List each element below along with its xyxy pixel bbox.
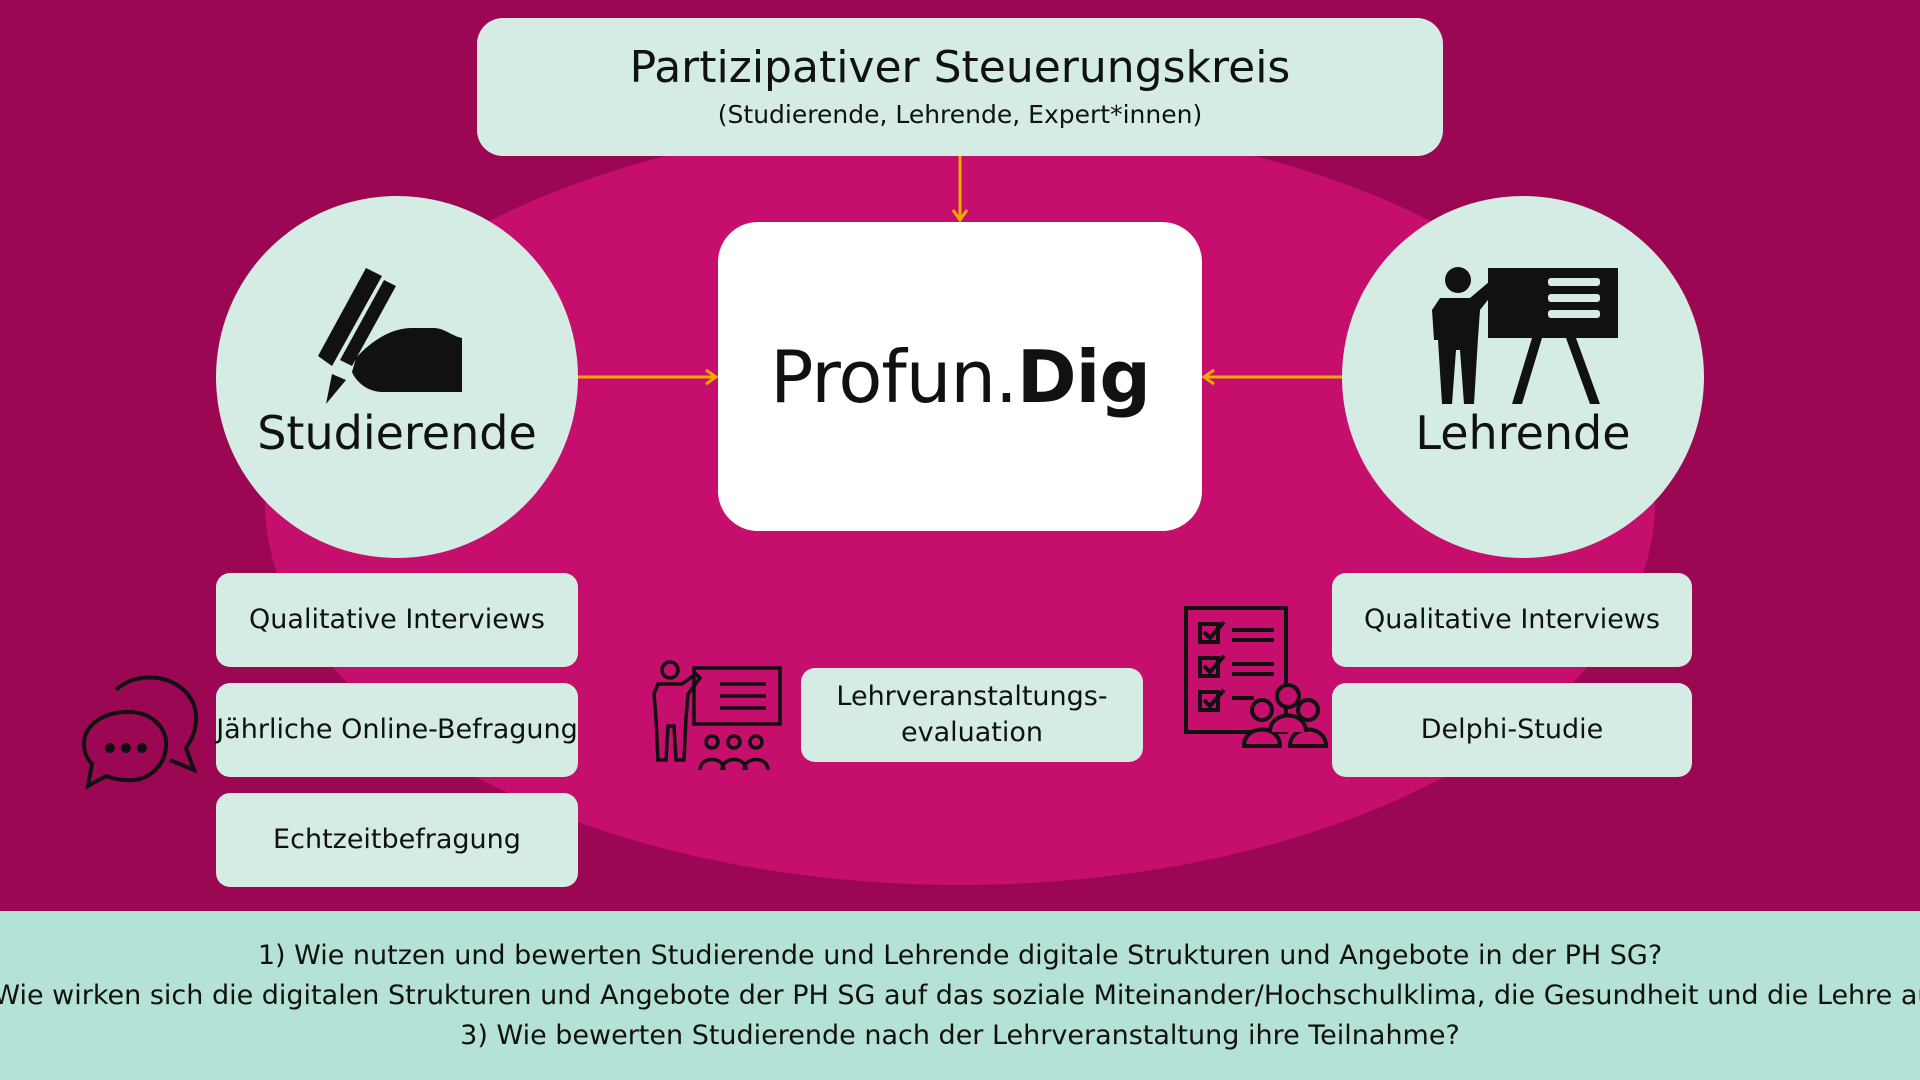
writing-hand-icon (318, 268, 462, 404)
arrowhead-students (705, 368, 719, 386)
arrowhead-steering (951, 209, 969, 223)
method-label: Jährliche Online-Befragung (216, 714, 578, 745)
logo-text-light: Profun. (770, 334, 1018, 419)
students-method-online-survey: Jährliche Online-Befragung (216, 683, 578, 777)
teachers-method-qualitative-interviews: Qualitative Interviews (1332, 573, 1692, 667)
students-circle: Studierende (216, 196, 578, 558)
course-evaluation-line1: Lehrveranstaltungs- (836, 681, 1108, 712)
steering-committee-title: Partizipativer Steuerungskreis (629, 42, 1291, 93)
teachers-method-delphi-study: Delphi-Studie (1332, 683, 1692, 777)
research-question-3: 3) Wie bewerten Studierende nach der Leh… (460, 1019, 1460, 1051)
arrowhead-teachers (1201, 368, 1215, 386)
profun-dig-logo-box: Profun.Dig (718, 222, 1202, 531)
teachers-label: Lehrende (1415, 406, 1631, 460)
checklist-group-icon (1184, 606, 1329, 748)
students-method-qualitative-interviews: Qualitative Interviews (216, 573, 578, 667)
teacher-board-icon (1432, 267, 1618, 404)
course-evaluation-box: Lehrveranstaltungs- evaluation (801, 668, 1143, 762)
presentation-audience-icon (652, 660, 782, 771)
profun-dig-logo: Profun.Dig (770, 334, 1151, 419)
method-label: Qualitative Interviews (1364, 604, 1660, 635)
students-method-realtime-survey: Echtzeitbefragung (216, 793, 578, 887)
teachers-circle: Lehrende (1342, 196, 1704, 558)
logo-text-bold: Dig (1016, 334, 1151, 419)
chat-bubbles-icon (81, 675, 199, 790)
students-label: Studierende (257, 406, 537, 460)
research-question-2: 2) Wie wirken sich die digitalen Struktu… (0, 979, 1920, 1011)
method-label: Delphi-Studie (1420, 714, 1604, 745)
method-label: Qualitative Interviews (249, 604, 545, 635)
research-question-1: 1) Wie nutzen und bewerten Studierende u… (257, 939, 1663, 971)
steering-committee-box: Partizipativer Steuerungskreis (Studiere… (477, 18, 1443, 156)
method-label: Echtzeitbefragung (273, 824, 521, 855)
research-questions-footer: 1) Wie nutzen und bewerten Studierende u… (0, 911, 1920, 1080)
course-evaluation-line2: evaluation (900, 717, 1043, 748)
steering-committee-subtitle: (Studierende, Lehrende, Expert*innen) (717, 100, 1203, 129)
